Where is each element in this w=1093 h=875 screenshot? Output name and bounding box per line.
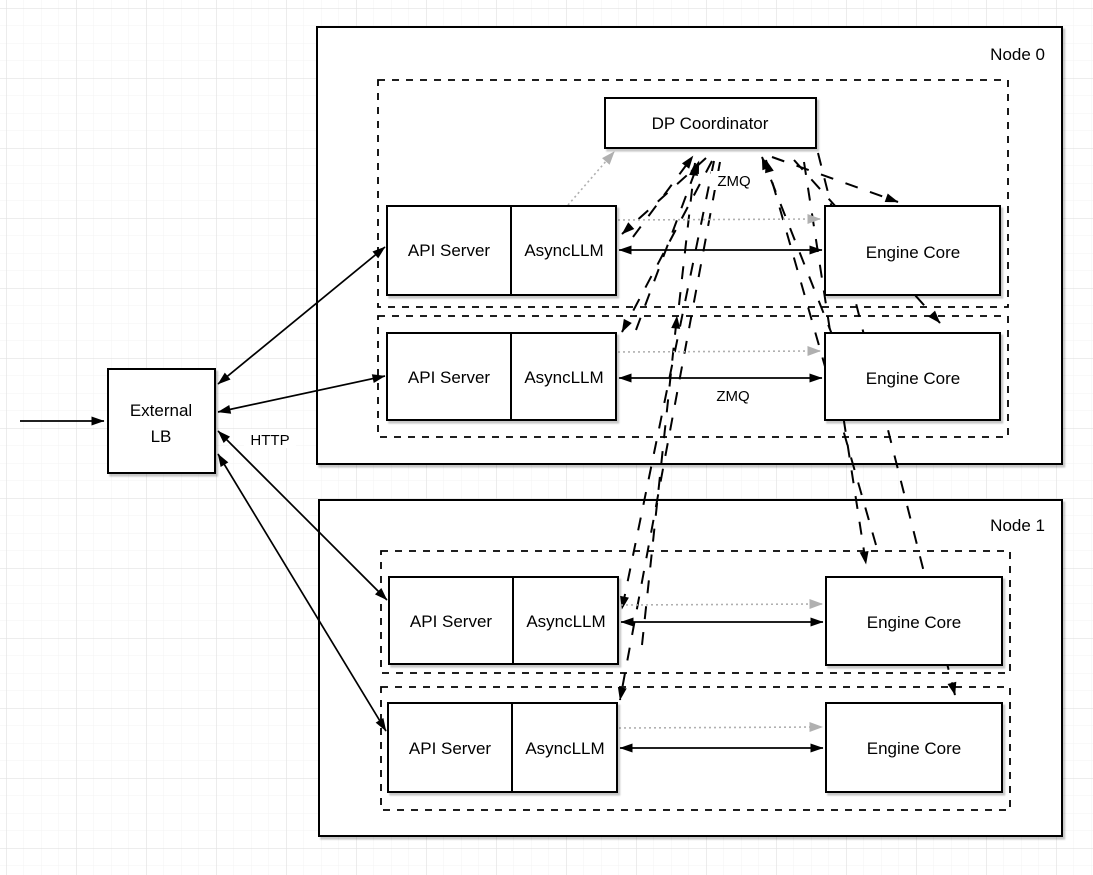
node1-label: Node 1 [990, 516, 1045, 535]
node1-row1: API Server AsyncLLM Engine Core [388, 576, 1003, 666]
node1-row2: API Server AsyncLLM Engine Core [387, 702, 1003, 793]
solid-links [20, 245, 824, 753]
zmq-engine-label: ZMQ [716, 388, 749, 405]
node0-row2: API Server AsyncLLM Engine Core [386, 332, 1001, 421]
api-server-label: API Server [408, 241, 491, 260]
engine-core-box [825, 576, 1003, 666]
node0-label: Node 0 [990, 45, 1045, 64]
api-asyncllm-box [386, 205, 617, 296]
engine-core-box [824, 332, 1001, 421]
engine-core-label: Engine Core [866, 243, 961, 262]
link-async4-upward [641, 315, 681, 646]
link-lb-api2 [217, 374, 386, 414]
asyncllm-label: AsyncLLM [524, 241, 603, 260]
engine-core-label: Engine Core [867, 739, 962, 758]
api-server-label: API Server [408, 368, 491, 387]
zmq-top-label-bg [711, 171, 757, 190]
api-asyncllm-box [386, 332, 617, 421]
asyncllm-label: AsyncLLM [524, 368, 603, 387]
engine-core-box [824, 205, 1001, 296]
link-coordinator-to-async1 [621, 157, 707, 235]
link-async3-to-engine3-dotted [620, 599, 823, 610]
asyncllm-label: AsyncLLM [526, 612, 605, 631]
external-lb-box [107, 368, 216, 474]
external-lb-label-line2: LB [151, 427, 172, 446]
link-lb-api4 [217, 453, 387, 732]
dp-coordinator-label: DP Coordinator [652, 114, 769, 133]
node0-row1: API Server AsyncLLM Engine Core [386, 205, 1001, 296]
dotted-state-links [567, 151, 823, 733]
link-async4-to-engine4-dotted [618, 722, 823, 733]
zmq-coordinator-label: ZMQ [717, 173, 750, 190]
link-async1-to-engine1-dotted [617, 214, 821, 225]
link-async1-to-coordinator [632, 155, 694, 238]
link-async2-to-engine2-dotted [617, 346, 821, 357]
link-coordinator-to-engine3 [803, 161, 869, 565]
http-label-bg [244, 429, 296, 448]
link-async1-to-coordinator-dotted [567, 151, 615, 206]
replica-group-node0-row1 [377, 79, 1009, 308]
replica-group-node1-row1 [380, 550, 1011, 674]
link-coordinator-to-async2 [621, 160, 713, 333]
engine-core-label: Engine Core [867, 613, 962, 632]
dp-coordinator-box [604, 97, 817, 149]
replica-groups [377, 79, 1011, 811]
link-coordinator-to-engine1 [771, 156, 899, 203]
api-asyncllm-box [387, 702, 618, 793]
api-server-label: API Server [409, 739, 492, 758]
api-server-label: API Server [410, 612, 493, 631]
http-label: HTTP [250, 432, 289, 449]
replica-group-node1-row2 [380, 686, 1011, 811]
api-asyncllm-box [388, 576, 619, 665]
edge-labels: ZMQ ZMQ HTTP [244, 171, 757, 449]
engine-core-label: Engine Core [866, 369, 961, 388]
engine-core-box [825, 702, 1003, 793]
external-lb-label-line1: External [130, 401, 192, 420]
link-lb-api1 [217, 246, 386, 385]
replica-group-node0-row2 [377, 315, 1009, 438]
zmq-row2-label-bg [710, 386, 756, 405]
asyncllm-label: AsyncLLM [525, 739, 604, 758]
